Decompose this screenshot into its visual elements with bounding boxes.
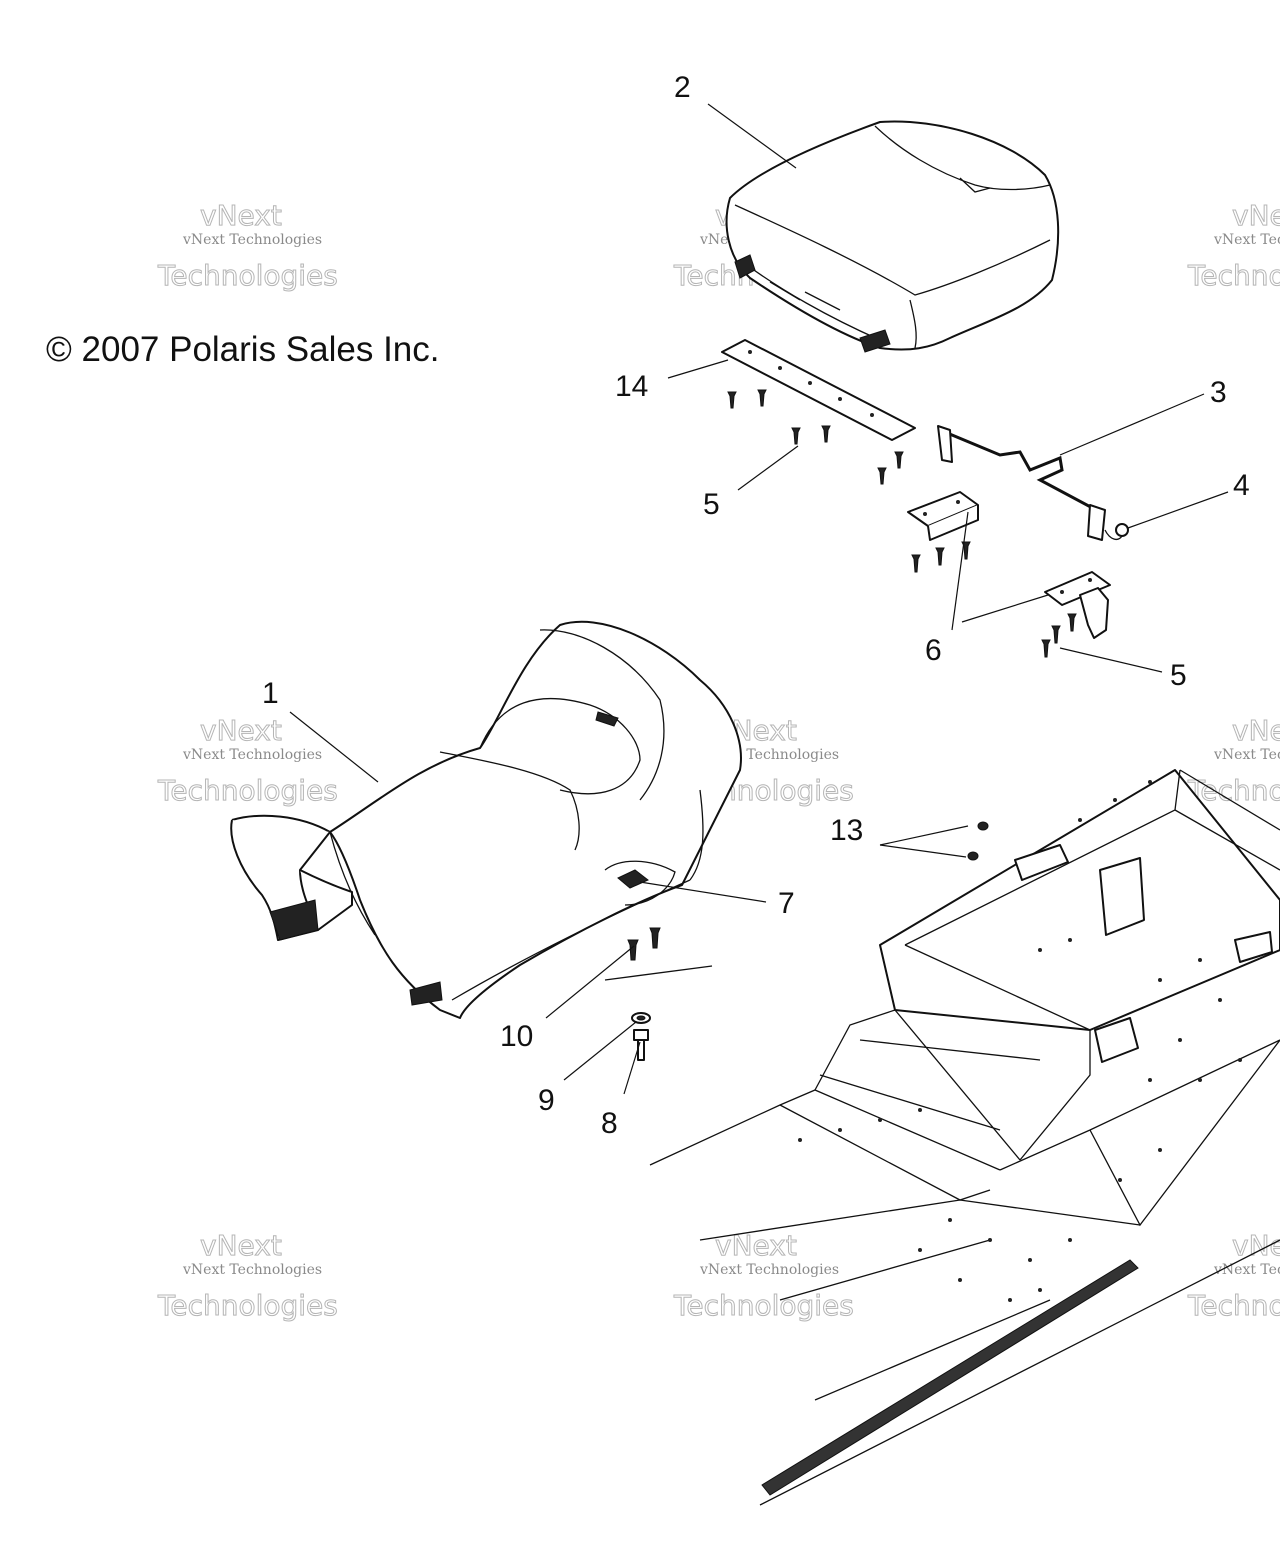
callout-5: 5 [703, 488, 720, 521]
svg-text:vNext: vNext [200, 714, 282, 747]
svg-text:Technologies: Technologies [157, 259, 338, 292]
svg-text:vNext Technologies: vNext Technologies [1213, 232, 1280, 248]
svg-text:vNext: vNext [200, 1229, 282, 1262]
callout-2: 2 [674, 71, 691, 104]
svg-text:Technologies: Technologies [157, 774, 338, 807]
callout-8: 8 [601, 1107, 618, 1140]
copyright-notice: © 2007 Polaris Sales Inc. [46, 330, 440, 369]
svg-text:vNext: vNext [1232, 1229, 1280, 1262]
watermark: vNext vNext Technologies Technologies [673, 1229, 855, 1323]
svg-text:vNext Technologies: vNext Technologies [182, 232, 322, 248]
svg-text:vNext Technologies: vNext Technologies [1213, 747, 1280, 763]
svg-text:Technologies: Technologies [1187, 259, 1280, 292]
watermark: vNext vNext Technologies Technologies [157, 199, 339, 293]
callout-14: 14 [615, 370, 648, 403]
watermark: vNext vNext Technologies Technologies [1187, 1229, 1280, 1323]
svg-text:vNext: vNext [715, 1229, 797, 1262]
svg-text:vNext Technologies: vNext Technologies [182, 747, 322, 763]
main-seat [230, 620, 742, 1019]
latch-rod [937, 425, 1106, 541]
svg-text:vNext: vNext [1232, 199, 1280, 232]
seat-plate [721, 339, 916, 441]
fastener-stack [604, 927, 713, 1061]
svg-text:Technologies: Technologies [673, 1289, 854, 1322]
watermark: vNext vNext Technologies Technologies [157, 1229, 339, 1323]
screws-lower [1041, 613, 1077, 658]
callout-13: 13 [830, 814, 863, 847]
svg-text:vNext: vNext [200, 199, 282, 232]
leader-lines [289, 103, 1229, 1095]
svg-text:Technologies: Technologies [1187, 1289, 1280, 1322]
callout-4: 4 [1233, 469, 1250, 502]
spring [1104, 523, 1129, 541]
callout-1: 1 [262, 677, 279, 710]
watermark: vNext vNext Technologies Technologies [157, 714, 339, 808]
callout-7: 7 [778, 887, 795, 920]
svg-text:vNext Technologies: vNext Technologies [699, 1262, 839, 1278]
watermark: vNext vNext Technologies Technologies [1187, 714, 1280, 808]
svg-text:vNext Technologies: vNext Technologies [1213, 1262, 1280, 1278]
callout-5: 5 [1170, 659, 1187, 692]
screws-upper [727, 389, 904, 485]
svg-text:Technologies: Technologies [157, 1289, 338, 1322]
callout-10: 10 [500, 1020, 533, 1053]
latch-bracket-lower [1044, 571, 1111, 639]
passenger-seat [725, 120, 1060, 353]
screws-middle [911, 541, 971, 573]
latch-bracket-upper [907, 491, 979, 541]
callout-6: 6 [925, 634, 942, 667]
chassis-tunnel [649, 769, 1280, 1506]
callout-9: 9 [538, 1084, 555, 1117]
callout-numbers: 2 14 3 4 5 5 6 1 7 13 10 9 8 [262, 71, 1250, 1140]
watermark: vNext vNext Technologies Technologies [1187, 199, 1280, 293]
callout-3: 3 [1210, 376, 1227, 409]
svg-text:vNext: vNext [1232, 714, 1280, 747]
svg-text:vNext Technologies: vNext Technologies [182, 1262, 322, 1278]
